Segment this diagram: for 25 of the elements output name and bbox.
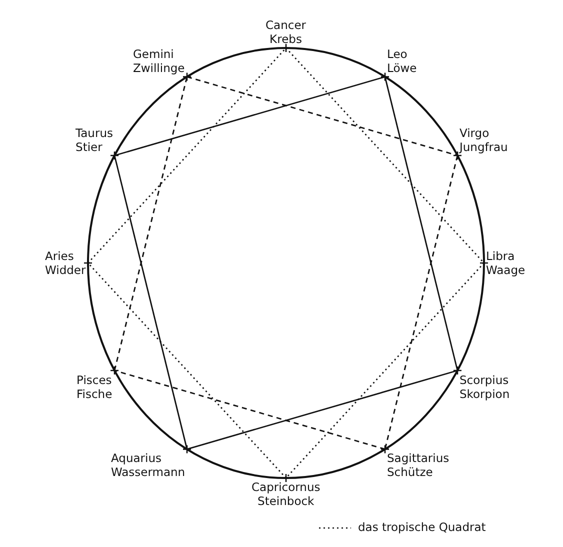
connecting-line [114,76,188,371]
connecting-line [114,155,188,450]
connecting-line [384,76,458,371]
sign-label: Virgo Jungfrau [459,126,508,154]
sign-label: Cancer Krebs [266,18,306,46]
connecting-line [114,370,386,450]
connecting-line [87,262,287,478]
sign-label: Pisces Fische [76,372,112,400]
sign-label: Aries Widder [45,249,86,277]
sign-label: Sagittarius Schütze [387,451,450,480]
sign-label: Leo Löwe [387,46,417,75]
connecting-line [186,76,458,156]
connecting-line [384,155,458,450]
sign-label: Scorpius Skorpion [459,372,510,400]
legend-text: das tropische Quadrat [358,520,486,534]
sign-label: Taurus Stier [76,126,113,154]
sign-label: Gemini Zwillinge [133,46,185,75]
sign-label: Libra Waage [486,249,526,277]
connecting-line [285,48,485,264]
connecting-line [87,48,287,264]
sign-label: Aquarius Wassermann [111,451,186,480]
sign-label: Capricornus Steinbock [252,480,320,508]
connecting-line [114,76,386,156]
connecting-line [186,370,458,450]
connecting-line [285,262,485,478]
